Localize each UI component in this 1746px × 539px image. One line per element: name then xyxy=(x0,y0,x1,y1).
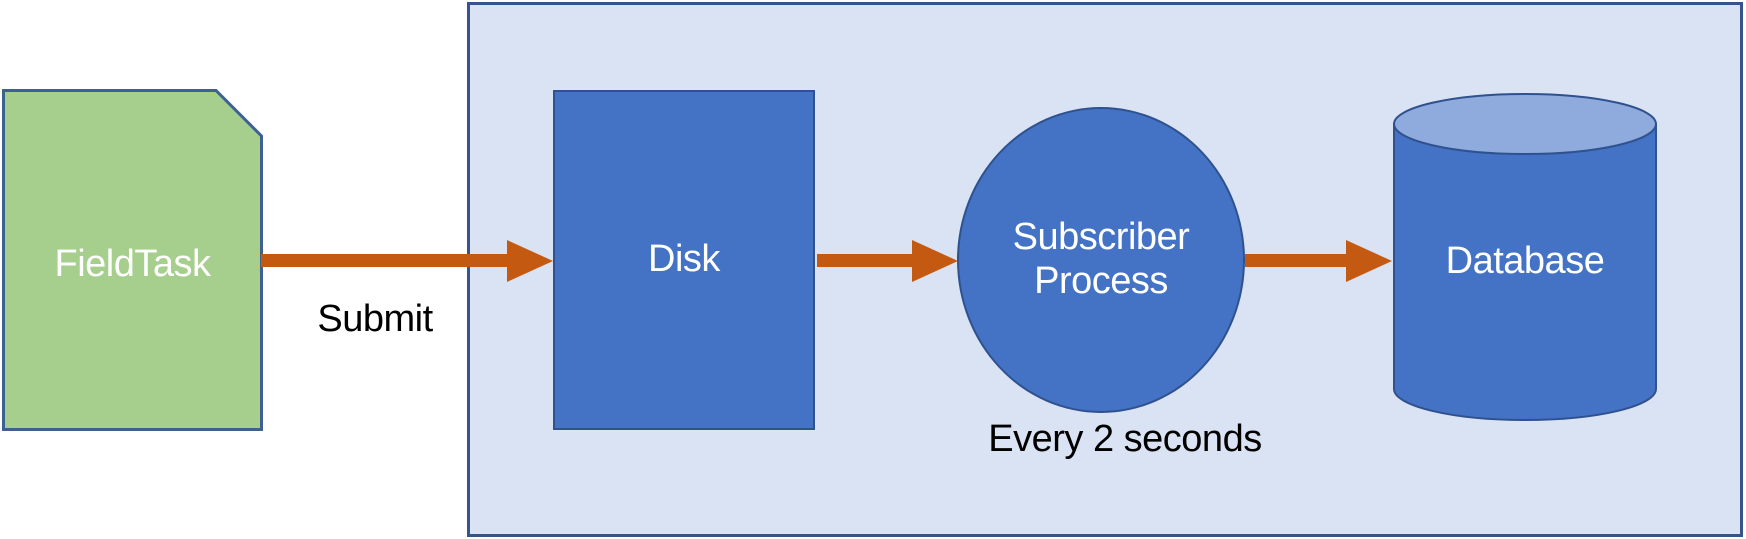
card-shape xyxy=(2,89,263,431)
arrow-head xyxy=(1346,240,1392,282)
edge-label-submit: Submit xyxy=(317,298,433,340)
arrow-head xyxy=(912,240,958,282)
node-fieldtask: FieldTask xyxy=(2,89,263,431)
arrow-shaft xyxy=(261,254,509,267)
node-disk: Disk xyxy=(553,90,815,430)
arrow-disk-to-subscriber xyxy=(817,240,958,282)
arrow-subscriber-to-database xyxy=(1245,240,1392,282)
node-subscriber-process: Subscriber Process xyxy=(957,107,1245,413)
arrow-shaft xyxy=(817,254,914,267)
node-database: Database xyxy=(1392,92,1658,422)
node-disk-label: Disk xyxy=(648,238,720,281)
arrow-fieldtask-to-disk xyxy=(261,240,553,282)
cylinder-shape xyxy=(1393,93,1657,421)
subscriber-caption: Every 2 seconds xyxy=(988,418,1262,460)
node-subscriber-process-label: Subscriber Process xyxy=(1012,216,1190,302)
arrow-head xyxy=(507,240,553,282)
arrow-shaft xyxy=(1245,254,1348,267)
